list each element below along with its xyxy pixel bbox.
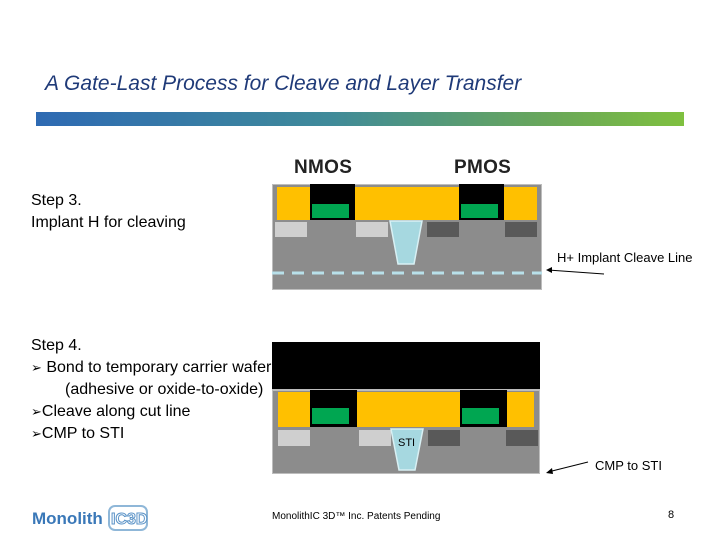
pmos-gate-oxide	[462, 408, 499, 424]
source-drain-pmos-right	[505, 222, 537, 237]
footer-patent-text: MonolithIC 3D™ Inc. Patents Pending	[272, 511, 441, 522]
implant-line-label: H+ Implant Cleave Line	[557, 250, 693, 265]
source-drain-left	[278, 430, 310, 446]
nmos-gate-oxide	[312, 408, 349, 424]
source-drain-pmos-right	[506, 430, 538, 446]
cmp-label: CMP to STI	[595, 458, 662, 473]
nmos-gate-oxide	[312, 204, 349, 218]
source-drain-left	[275, 222, 307, 237]
source-drain-mid	[359, 430, 391, 446]
arrow-bullet-icon: ➢	[31, 404, 42, 420]
implant-pointer-arrowhead	[546, 267, 552, 273]
monolithic3d-logo: Monolith IC3D	[32, 505, 148, 531]
source-drain-mid	[356, 222, 388, 237]
step4-heading: Step 4.	[31, 337, 82, 354]
logo-text-right: IC3D	[111, 511, 147, 528]
pmos-gate-oxide	[461, 204, 498, 218]
implant-pointer-line	[547, 269, 605, 275]
arrow-bullet-icon: ➢	[31, 360, 42, 376]
cmp-pointer-arrowhead	[546, 468, 553, 474]
step4-text-block: Step 4. ➢ Bond to temporary carrier wafe…	[31, 335, 276, 446]
step3-text-block: Step 3. Implant H for cleaving	[31, 190, 271, 233]
bonded-cross-section-diagram: STI	[272, 342, 540, 474]
page-number: 8	[668, 509, 675, 521]
temporary-carrier-wafer	[272, 342, 540, 390]
step3-heading: Step 3.	[31, 192, 82, 209]
slide-title: A Gate-Last Process for Cleave and Layer…	[45, 72, 522, 95]
step4-bullet-1-continued: (adhesive or oxide-to-oxide)	[65, 381, 264, 398]
sti-label: STI	[398, 437, 415, 449]
cmp-pointer-line	[547, 461, 589, 473]
logo-text-left: Monolith	[32, 509, 103, 528]
source-drain-pmos-left	[428, 430, 460, 446]
step3-description: Implant H for cleaving	[31, 213, 186, 231]
nmos-label: NMOS	[294, 157, 353, 178]
step4-bullet-2: ➢Cleave along cut line	[31, 402, 191, 420]
implant-cross-section-diagram	[272, 184, 542, 290]
source-drain-pmos-left	[427, 222, 459, 237]
pmos-label: PMOS	[454, 157, 512, 178]
sti-trench	[390, 428, 424, 471]
sti-trench	[389, 220, 423, 265]
title-underline-bar	[36, 112, 684, 126]
arrow-bullet-icon: ➢	[31, 427, 42, 442]
step4-bullet-1: ➢ Bond to temporary carrier wafer	[31, 358, 272, 376]
logo-chip-outline	[108, 505, 148, 531]
step4-bullet-3: ➢CMP to STI	[31, 425, 125, 442]
